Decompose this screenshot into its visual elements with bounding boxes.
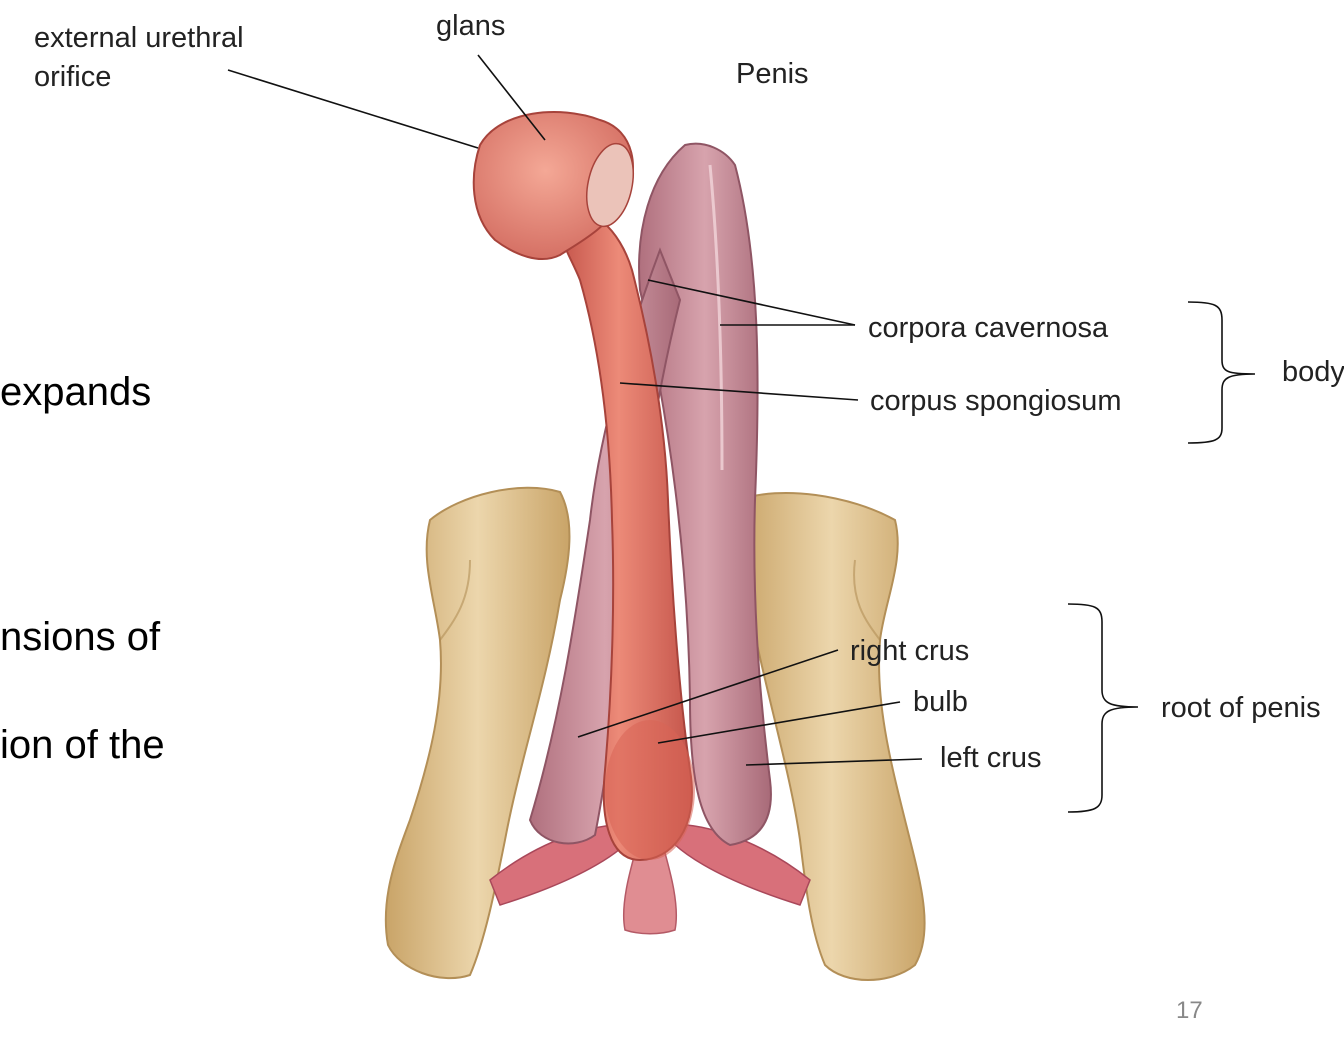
label-corpus-spongiosum: corpus spongiosum bbox=[870, 385, 1122, 417]
label-bulb: bulb bbox=[913, 686, 968, 718]
label-body: body bbox=[1282, 356, 1344, 388]
slide-text-extensions: nsions of bbox=[0, 615, 161, 659]
label-left-crus: left crus bbox=[940, 742, 1042, 774]
slide-text-expands: expands bbox=[0, 370, 152, 414]
label-external-urethral-orifice-line2: orifice bbox=[34, 61, 112, 93]
label-right-crus: right crus bbox=[850, 635, 970, 667]
glans-shape bbox=[472, 111, 634, 260]
root-bracket bbox=[1067, 603, 1139, 813]
diagram-title: Penis bbox=[736, 58, 809, 90]
leader-lines bbox=[227, 54, 923, 766]
page-number: 17 bbox=[1176, 997, 1203, 1024]
label-corpora-cavernosa: corpora cavernosa bbox=[868, 312, 1109, 344]
label-root-of-penis: root of penis bbox=[1161, 692, 1321, 724]
brackets bbox=[1067, 301, 1256, 813]
label-external-urethral-orifice-line1: external urethral bbox=[34, 22, 244, 54]
bulb-shape bbox=[605, 720, 695, 860]
pubic-bone-right bbox=[737, 491, 926, 981]
slide-text-portion: ion of the bbox=[0, 723, 165, 767]
label-glans: glans bbox=[436, 10, 506, 42]
pubic-bone-left bbox=[384, 486, 571, 980]
body-bracket bbox=[1187, 301, 1256, 444]
corpus-spongiosum bbox=[558, 210, 695, 862]
